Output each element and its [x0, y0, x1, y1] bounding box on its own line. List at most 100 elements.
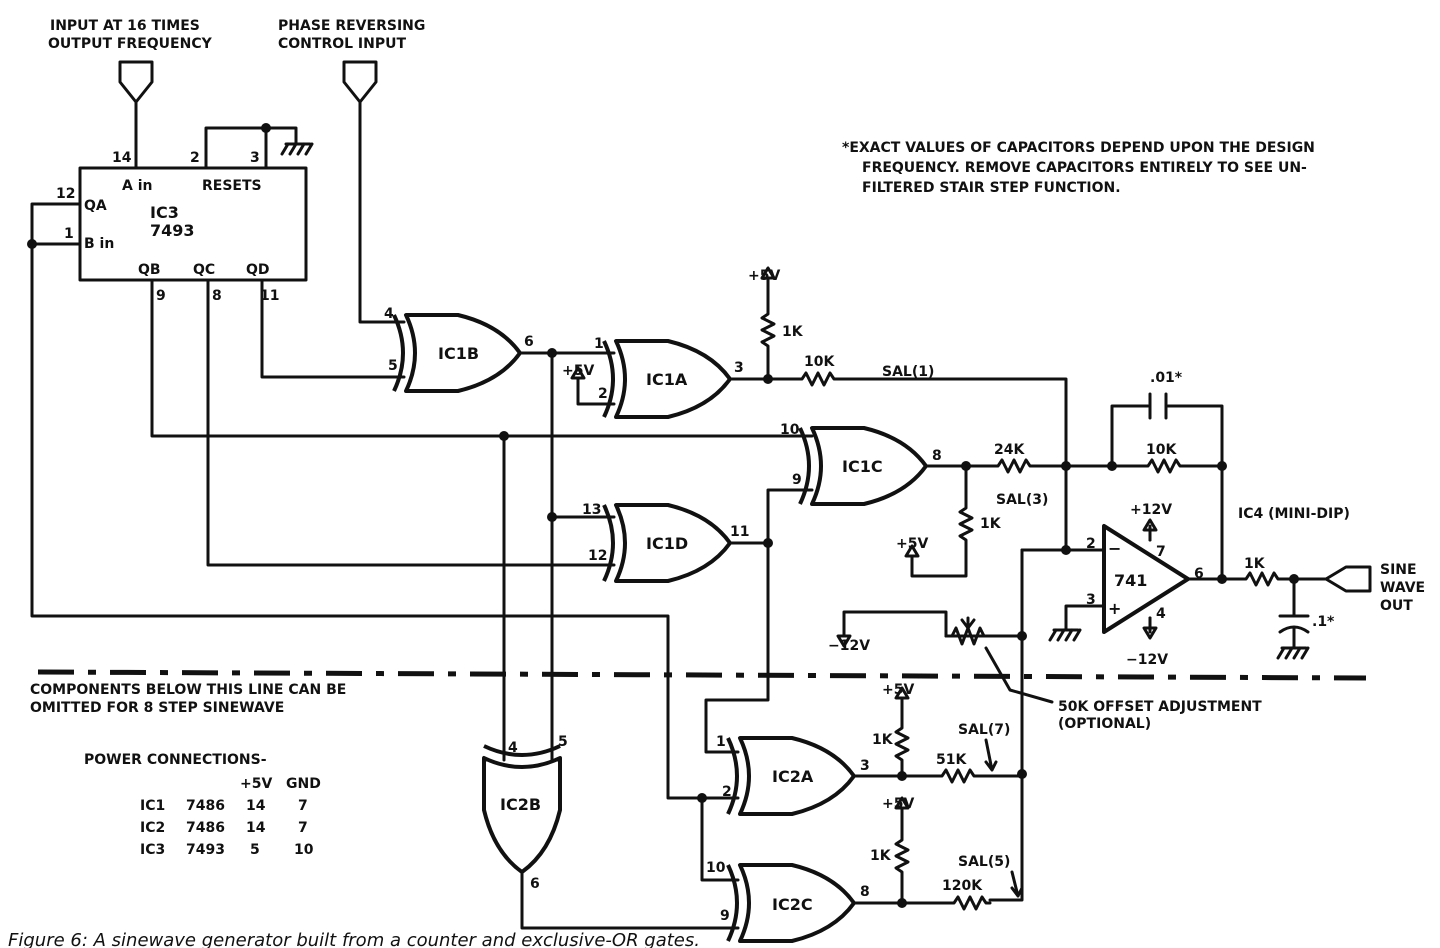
supply-5v-2a: +5V: [882, 682, 914, 698]
power-row-part: 7486: [186, 820, 225, 836]
resistor-1k-pullup-1a: [760, 304, 776, 352]
resistor-1k-2c: [894, 830, 910, 878]
sal3-label: SAL(3): [996, 492, 1048, 508]
counter-name: IC3: [150, 203, 179, 222]
junction-dot: [261, 123, 271, 133]
counter-bin-label: B in: [84, 236, 114, 252]
ic2b-pin-6: 6: [530, 876, 540, 892]
opamp-plus: +: [1108, 599, 1121, 618]
power-row-5v: 14: [246, 820, 266, 836]
ic2c-pin-8: 8: [860, 884, 870, 900]
phase-title-line-2: CONTROL INPUT: [278, 36, 406, 52]
ic1d-pin-13: 13: [582, 502, 601, 518]
opamp-pin-7: 7: [1156, 544, 1166, 560]
capacitor-note-line-3: FILTERED STAIR STEP FUNCTION.: [862, 180, 1121, 196]
supply-12v-pos-arrow: [1142, 518, 1158, 542]
counter-part: 7493: [150, 221, 195, 240]
ic1b-pin-4: 4: [384, 306, 394, 322]
power-table-header-gnd: GND: [286, 776, 321, 792]
output-label-1: SINE: [1380, 562, 1417, 578]
gate-ic1a-label: IC1A: [646, 370, 688, 389]
below-line-note-2: OMITTED FOR 8 STEP SINEWAVE: [30, 700, 284, 716]
potentiometer-50k: [944, 616, 990, 646]
gate-ic2c-label: IC2C: [772, 895, 813, 914]
power-row-ic: IC3: [140, 842, 165, 858]
resistor-1k-pullup-1a-label: 1K: [782, 324, 804, 340]
resistor-24k-label: 24K: [994, 442, 1025, 458]
opamp-pin-4: 4: [1156, 606, 1166, 622]
ic2b-pin-4: 4: [508, 740, 518, 756]
ic1a-pin-3: 3: [734, 360, 744, 376]
offset-label-1: 50K OFFSET ADJUSTMENT: [1058, 699, 1262, 715]
ground-icon: [280, 142, 314, 156]
resistor-1k-1c: [958, 498, 974, 546]
resistor-1k-1c-label: 1K: [980, 516, 1002, 532]
counter-qc-label: QC: [193, 262, 215, 278]
capacitor-1: [1278, 614, 1310, 634]
supply-12v-neg: −12V: [1126, 652, 1168, 668]
counter-pin-9: 9: [156, 288, 166, 304]
sal1-label: SAL(1): [882, 364, 934, 380]
counter-pin-3: 3: [250, 150, 260, 166]
power-row-gnd: 10: [294, 842, 314, 858]
capacitor-01: [1148, 392, 1168, 420]
offset-label-2: (OPTIONAL): [1058, 716, 1151, 732]
offset-leader-line: [984, 646, 1054, 704]
resistor-120k-label: 120K: [942, 878, 983, 894]
output-connector-symbol: [1324, 565, 1372, 593]
opamp-pin-2: 2: [1086, 536, 1096, 552]
resistor-1k-output: [1236, 571, 1284, 587]
output-label-2: WAVE: [1380, 580, 1425, 596]
gate-ic1b-label: IC1B: [438, 344, 479, 363]
opamp-minus: −: [1108, 539, 1121, 558]
sal5-label: SAL(5): [958, 854, 1010, 870]
sal5-arrow: [1010, 870, 1024, 898]
ic2a-pin-1: 1: [716, 734, 726, 750]
counter-pin-1: 1: [64, 226, 74, 242]
power-row-5v: 14: [246, 798, 266, 814]
resistor-1k-output-label: 1K: [1244, 556, 1266, 572]
capacitor-1-label: .1*: [1312, 614, 1335, 630]
ic1c-pin-8: 8: [932, 448, 942, 464]
supply-5v-2c: +5V: [882, 796, 914, 812]
power-row-ic: IC2: [140, 820, 165, 836]
resistor-1k-2a: [894, 718, 910, 766]
opamp-pin-3: 3: [1086, 592, 1096, 608]
resistor-51k-label: 51K: [936, 752, 967, 768]
counter-pin-12: 12: [56, 186, 75, 202]
counter-ic3: IC3 7493 A in RESETS QA B in QB QC QD 14…: [56, 150, 308, 304]
ground-icon: [1048, 628, 1082, 642]
gate-ic1d-label: IC1D: [646, 534, 688, 553]
resistor-120k: [944, 895, 992, 911]
below-line-note-1: COMPONENTS BELOW THIS LINE CAN BE: [30, 682, 346, 698]
resistor-51k: [932, 768, 980, 784]
counter-pin-14: 14: [112, 150, 132, 166]
ic1a-pin-2: 2: [598, 386, 608, 402]
resistor-10k-input-label: 10K: [804, 354, 835, 370]
ic1c-pin-9: 9: [792, 472, 802, 488]
phase-title-line-1: PHASE REVERSING: [278, 18, 425, 34]
counter-qd-label: QD: [246, 262, 270, 278]
power-row-gnd: 7: [298, 798, 308, 814]
sal7-arrow: [984, 738, 998, 772]
output-label-3: OUT: [1380, 598, 1413, 614]
counter-pin-8: 8: [212, 288, 222, 304]
supply-5v-1c: +5V: [896, 536, 928, 552]
power-table-title: POWER CONNECTIONS-: [84, 752, 267, 768]
input-connector-symbol: [118, 60, 154, 170]
resistor-1k-2c-label: 1K: [870, 848, 892, 864]
power-row-gnd: 7: [298, 820, 308, 836]
circuit-wiring: [30, 242, 1328, 930]
power-table-header-5v: +5V: [240, 776, 272, 792]
capacitor-note-line-2: FREQUENCY. REMOVE CAPACITORS ENTIRELY TO…: [862, 160, 1307, 176]
ic4-label: IC4 (MINI-DIP): [1238, 506, 1350, 522]
ic2a-pin-3: 3: [860, 758, 870, 774]
power-row-part: 7486: [186, 798, 225, 814]
power-row-ic: IC1: [140, 798, 165, 814]
resistor-1k-2a-label: 1K: [872, 732, 894, 748]
resistor-24k: [988, 458, 1036, 474]
opamp-741: [1102, 524, 1190, 634]
ic1c-pin-10: 10: [780, 422, 800, 438]
ic2c-pin-9: 9: [720, 908, 730, 924]
